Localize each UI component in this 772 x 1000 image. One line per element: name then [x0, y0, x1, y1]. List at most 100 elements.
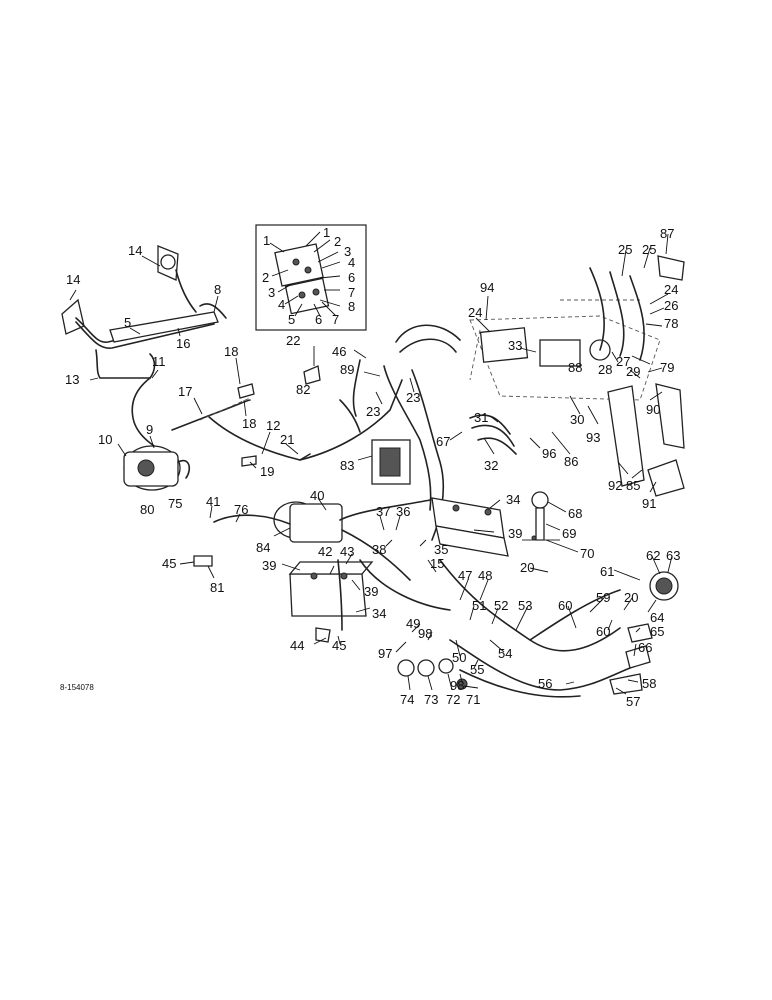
inset-callout: 1 — [323, 225, 330, 240]
callout-label: 82 — [296, 382, 310, 397]
callout-label: 83 — [340, 458, 354, 473]
callout-label: 48 — [478, 568, 492, 583]
alternator — [123, 445, 191, 491]
callout-label: 31 — [474, 410, 488, 425]
inset-callout: 3 — [344, 244, 351, 259]
callout-label: 29 — [626, 364, 640, 379]
callout-label: 88 — [568, 360, 582, 375]
callout-label: 28 — [598, 362, 612, 377]
callout-label: 47 — [458, 568, 472, 583]
callout-label: 80 — [140, 502, 154, 517]
drawing-part-number: 8-154078 — [60, 683, 94, 692]
callout-label: 70 — [580, 546, 594, 561]
callout-label: 50 — [452, 650, 466, 665]
inset-callout: 7 — [348, 285, 355, 300]
callout-label: 76 — [234, 502, 248, 517]
callout-label: 37 — [376, 504, 390, 519]
callout-label: 63 — [666, 548, 680, 563]
starter-batteries — [193, 497, 509, 643]
callout-label: 51 — [472, 598, 486, 613]
callout-label: 5 — [124, 315, 131, 330]
callout-label: 17 — [178, 384, 192, 399]
inset-callout: 4 — [278, 297, 285, 312]
inset-callout: 1 — [263, 233, 270, 248]
callout-label: 25 — [642, 242, 656, 257]
callout-label: 20 — [624, 590, 638, 605]
callout-label: 60 — [596, 624, 610, 639]
callout-label: 24 — [664, 282, 678, 297]
callout-label: 98 — [450, 678, 464, 693]
callout-label: 13 — [65, 372, 79, 387]
inset-callout: 3 — [268, 285, 275, 300]
main-harness — [171, 365, 403, 467]
callout-label: 33 — [508, 338, 522, 353]
callout-label: 85 — [626, 478, 640, 493]
callout-label: 74 — [400, 692, 414, 707]
callout-label: 72 — [446, 692, 460, 707]
callout-label: 68 — [568, 506, 582, 521]
callout-label: 35 — [434, 542, 448, 557]
callout-label: 9 — [146, 422, 153, 437]
callout-label: 36 — [396, 504, 410, 519]
callout-label: 92 — [608, 478, 622, 493]
callout-label: 87 — [660, 226, 674, 241]
callout-label: 26 — [664, 298, 678, 313]
callout-label: 59 — [596, 590, 610, 605]
callout-label: 66 — [638, 640, 652, 655]
callout-label: 45 — [332, 638, 346, 653]
callout-label: 84 — [256, 540, 270, 555]
callout-label: 18 — [224, 344, 238, 359]
rear-harness — [397, 491, 679, 698]
callout-label: 69 — [562, 526, 576, 541]
callout-label: 56 — [538, 676, 552, 691]
inset-callout: 4 — [348, 255, 355, 270]
instrument-panel — [469, 255, 685, 497]
callout-label: 14 — [128, 243, 142, 258]
callout-label: 89 — [340, 362, 354, 377]
callout-label: 97 — [378, 646, 392, 661]
callout-label: 30 — [570, 412, 584, 427]
callout-label: 58 — [642, 676, 656, 691]
callout-label: 91 — [642, 496, 656, 511]
callout-label: 44 — [290, 638, 304, 653]
callout-label: 57 — [626, 694, 640, 709]
inset-callouts: 1 1 2 3 4 2 6 3 7 4 8 5 6 7 — [262, 225, 355, 327]
callout-label: 39 — [364, 584, 378, 599]
callout-label: 19 — [260, 464, 274, 479]
inset-callout: 7 — [332, 312, 339, 327]
callout-label: 15 — [430, 556, 444, 571]
callout-label: 49 — [406, 616, 420, 631]
callout-label: 86 — [564, 454, 578, 469]
inset-callout: 2 — [334, 234, 341, 249]
callout-label: 40 — [310, 488, 324, 503]
callout-label: 32 — [484, 458, 498, 473]
callout-label: 10 — [98, 432, 112, 447]
callout-label: 34 — [506, 492, 520, 507]
callouts: 14 14 8 5 16 11 13 17 18 18 12 21 19 10 … — [65, 226, 680, 709]
callout-label: 12 — [266, 418, 280, 433]
callout-label: 43 — [340, 544, 354, 559]
callout-label: 22 — [286, 333, 300, 348]
callout-label: 20 — [520, 560, 534, 575]
callout-label: 39 — [508, 526, 522, 541]
callout-label: 64 — [650, 610, 664, 625]
leader-lines — [69, 233, 673, 695]
callout-label: 54 — [498, 646, 512, 661]
callout-label: 98 — [418, 626, 432, 641]
inset-callout: 6 — [348, 270, 355, 285]
callout-label: 11 — [152, 354, 166, 369]
inset-switch-detail — [255, 224, 367, 331]
callout-label: 21 — [280, 432, 294, 447]
callout-label: 23 — [406, 390, 420, 405]
inset-callout: 8 — [348, 299, 355, 314]
callout-label: 42 — [318, 544, 332, 559]
callout-label: 67 — [436, 434, 450, 449]
callout-label: 14 — [66, 272, 80, 287]
callout-label: 90 — [646, 402, 660, 417]
callout-label: 81 — [210, 580, 224, 595]
callout-label: 46 — [332, 344, 346, 359]
inset-callout: 2 — [262, 270, 269, 285]
callout-label: 62 — [646, 548, 660, 563]
callout-label: 78 — [664, 316, 678, 331]
